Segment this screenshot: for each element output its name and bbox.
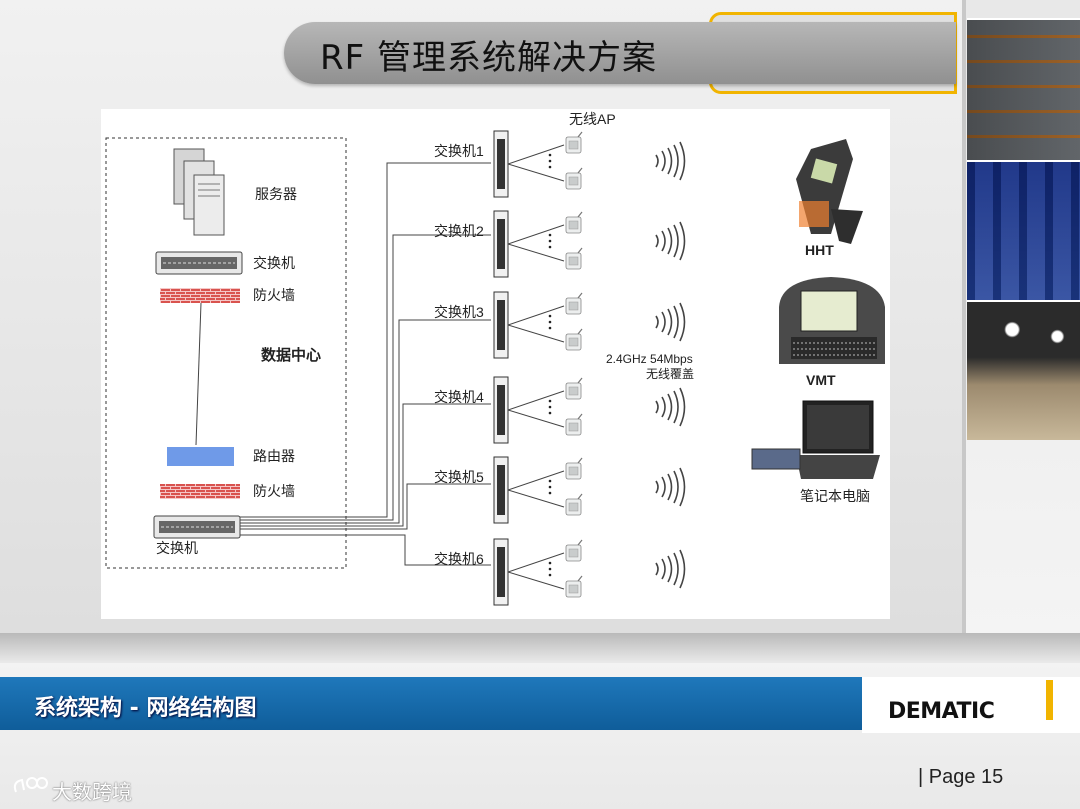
access-switch-group: 交换机2 <box>434 210 686 278</box>
server-label: 服务器 <box>255 186 297 202</box>
switch-icon <box>155 251 243 275</box>
device-label-laptop: 笔记本电脑 <box>800 488 870 504</box>
device-label-hht: HHT <box>805 242 834 258</box>
brand-logo: DEMATIC <box>888 699 995 724</box>
access-point-icon <box>565 131 583 154</box>
handheld-terminal-icon <box>796 139 863 244</box>
page-number: | Page 15 <box>918 766 1004 788</box>
wireless-signal-icon <box>655 221 686 261</box>
slide-divider <box>962 0 966 635</box>
warehouse-photo-hall <box>967 300 1080 440</box>
access-switch-group: 交换机3 <box>434 291 686 359</box>
access-switch-label: 交换机1 <box>434 143 484 159</box>
access-point-icon <box>565 292 583 315</box>
access-point-icon <box>565 539 583 562</box>
access-switch-label: 交换机3 <box>434 304 484 320</box>
access-switch-group: 交换机1 <box>434 130 686 198</box>
laptop-icon <box>751 400 880 479</box>
access-switch-label: 交换机2 <box>434 223 484 239</box>
router-icon <box>167 447 234 466</box>
firewall-icon <box>160 288 240 303</box>
access-switch-label: 交换机5 <box>434 469 484 485</box>
title-bar <box>284 22 956 84</box>
access-point-icon <box>565 493 583 516</box>
switch-icon <box>153 515 241 539</box>
wireless-signal-icon <box>655 467 686 507</box>
coverage-line1: 2.4GHz 54Mbps <box>606 352 693 366</box>
firewall-bottom-label: 防火墙 <box>253 483 295 499</box>
section-label: 系统架构 - 网络结构图 <box>34 696 257 721</box>
wireless-signal-icon <box>655 141 686 181</box>
access-point-icon <box>565 247 583 270</box>
vehicle-terminal-icon <box>779 277 885 364</box>
section-bar <box>0 677 862 730</box>
access-switch-group: 交换机4 <box>434 376 686 444</box>
access-point-icon <box>565 328 583 351</box>
brand-logo-box <box>862 677 1080 733</box>
coverage-line2: 无线覆盖 <box>646 367 694 381</box>
device-label-vmt: VMT <box>806 372 836 388</box>
watermark-logo-icon <box>13 777 48 793</box>
wireless-signal-icon <box>655 387 686 427</box>
switch-top-label: 交换机 <box>253 255 295 271</box>
network-diagram: 服务器 交换机 防火墙 数据中心 路由器 防火墙 交换机 交换机1 交换机2 交换机… <box>101 109 890 619</box>
server-icon <box>173 148 225 236</box>
access-point-icon <box>565 167 583 190</box>
access-switch-group: 交换机6 <box>434 538 686 606</box>
ap-label: 无线AP <box>569 111 616 127</box>
warehouse-photo-shuttle <box>967 160 1080 300</box>
wireless-signal-icon <box>655 549 686 589</box>
access-point-icon <box>565 377 583 400</box>
datacenter-boundary <box>105 137 347 569</box>
access-point-icon <box>565 457 583 480</box>
firewall-top-label: 防火墙 <box>253 287 295 303</box>
slide-shadow <box>0 633 1080 663</box>
brand-accent-mark <box>1046 680 1053 720</box>
access-point-icon <box>565 413 583 436</box>
access-point-icon <box>565 575 583 598</box>
watermark-text: 大数跨境 <box>52 780 132 804</box>
wireless-signal-icon <box>655 302 686 342</box>
page-title: RF 管理系统解决方案 <box>320 38 657 78</box>
warehouse-photo-racks <box>967 18 1080 160</box>
firewall-icon <box>160 484 240 499</box>
router-label: 路由器 <box>253 448 295 464</box>
access-switch-label: 交换机6 <box>434 551 484 567</box>
datacenter-label: 数据中心 <box>261 346 321 364</box>
switch-bottom-label: 交换机 <box>156 540 198 556</box>
access-switch-group: 交换机5 <box>434 456 686 524</box>
access-point-icon <box>565 211 583 234</box>
access-switch-label: 交换机4 <box>434 389 484 405</box>
